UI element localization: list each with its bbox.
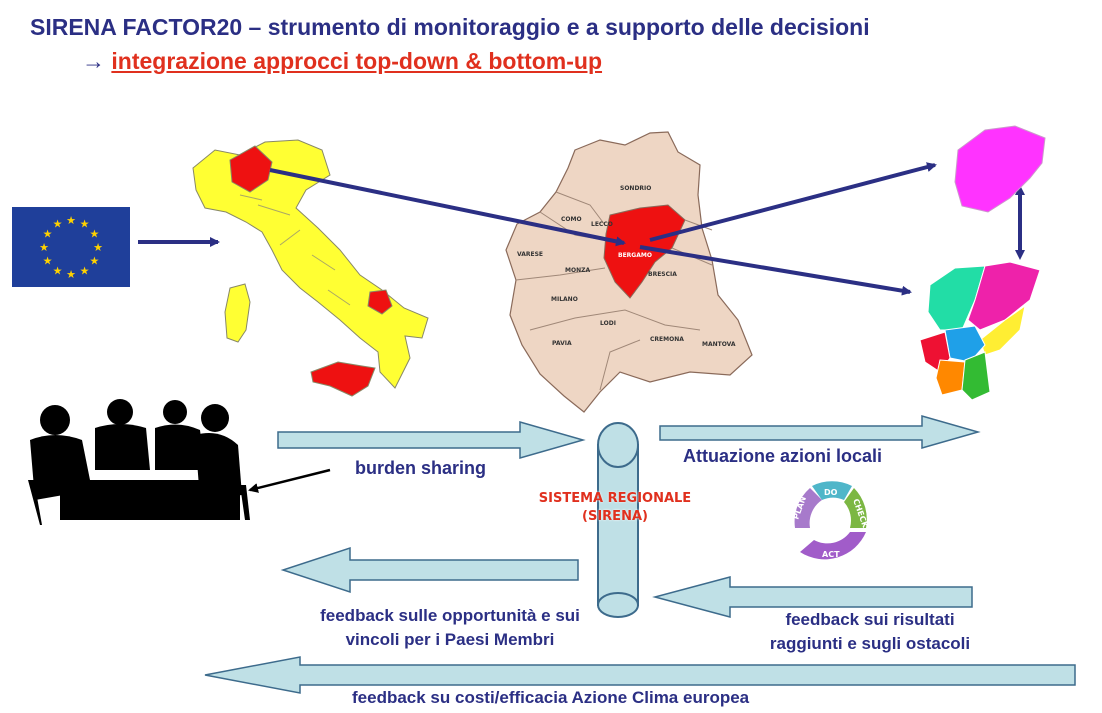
eu-star-icon: ★ xyxy=(43,255,53,268)
eu-star-icon: ★ xyxy=(66,268,76,281)
eu-star-icon: ★ xyxy=(66,214,76,227)
eu-star-icon: ★ xyxy=(43,228,53,241)
eu-star-icon: ★ xyxy=(53,264,63,277)
meeting-silhouettes-icon xyxy=(28,399,250,525)
burden-sharing-arrow xyxy=(277,421,586,459)
province-label-monza: MONZA xyxy=(565,267,590,274)
sistema-line2: (SIRENA) xyxy=(582,509,648,524)
eu-star-icon: ★ xyxy=(39,241,49,254)
to-meeting-arrow xyxy=(248,468,331,493)
eu-star-icon: ★ xyxy=(89,228,99,241)
province-label-pavia: PAVIA xyxy=(552,340,572,347)
lombardy-to-province-arrow xyxy=(649,162,937,242)
feedback-risultati-line2: raggiunti e sugli ostacoli xyxy=(769,634,971,653)
eu-star-icon: ★ xyxy=(80,264,90,277)
province-map xyxy=(954,125,1046,213)
province-label-sondrio: SONDRIO xyxy=(620,185,651,192)
subtitle-link[interactable]: integrazione approcci top-down & bottom-… xyxy=(111,48,603,74)
feedback-risultati-line1: feedback sui risultati xyxy=(785,610,955,629)
sistema-line1: SISTEMA REGIONALE xyxy=(538,491,692,506)
sistema-regionale-label: SISTEMA REGIONALE (SIRENA) xyxy=(530,490,700,526)
sirena-cylinder xyxy=(597,422,639,618)
province-label-cremona: CREMONA xyxy=(650,336,684,343)
province-label-bergamo: BERGAMO xyxy=(618,252,652,259)
eu-star-icon: ★ xyxy=(93,241,103,254)
feedback-opportunita-label: feedback sulle opportunità e sui vincoli… xyxy=(240,604,660,652)
feedback-opportunita-line2: vincoli per i Paesi Membri xyxy=(345,630,555,649)
pdca-act: ACT xyxy=(822,550,840,559)
feedback-costi-arrow xyxy=(204,656,1076,694)
eu-star-icon: ★ xyxy=(89,255,99,268)
lombardy-to-municipalities-arrow xyxy=(639,245,912,296)
page-title: SIRENA FACTOR20 – strumento di monitorag… xyxy=(30,14,870,40)
eu-flag: ★★★★★★★★★★★★ xyxy=(12,207,130,287)
attuazione-arrow xyxy=(659,415,981,449)
lombardy-map: SONDRIO COMO LECCO VARESE MONZA BERGAMO BRESCI… xyxy=(505,131,753,413)
pdca-do: DO xyxy=(824,488,838,497)
italy-to-lombardy-arrow xyxy=(269,168,626,247)
province-label-como: COMO xyxy=(561,216,582,223)
feedback-opportunita-arrow xyxy=(280,546,579,594)
attuazione-label: Attuazione azioni locali xyxy=(683,446,883,466)
feedback-costi-label: feedback su costi/efficacia Azione Clima… xyxy=(352,688,750,707)
burden-sharing-label: burden sharing xyxy=(355,458,487,478)
feedback-risultati-label: feedback sui risultati raggiunti e sugli… xyxy=(720,608,1020,656)
province-label-brescia: BRESCIA xyxy=(648,271,677,278)
province-label-mantova: MANTOVA xyxy=(702,341,736,348)
eu-star-icon: ★ xyxy=(80,218,90,231)
italy-map xyxy=(192,139,429,397)
subtitle-arrow: → xyxy=(82,48,105,74)
province-label-milano: MILANO xyxy=(551,296,578,303)
page-subtitle: → integrazione approcci top-down & botto… xyxy=(82,48,602,75)
municipalities-map xyxy=(919,261,1041,401)
province-label-varese: VARESE xyxy=(517,251,543,258)
province-label-lecco: LECCO xyxy=(591,221,613,228)
pdca-cycle-icon: PLAN DO CHECK ACT xyxy=(791,481,870,560)
eu-star-icon: ★ xyxy=(53,218,63,231)
feedback-opportunita-line1: feedback sulle opportunità e sui xyxy=(320,606,580,625)
province-label-lodi: LODI xyxy=(600,320,616,327)
feedback-risultati-arrow xyxy=(652,576,973,618)
